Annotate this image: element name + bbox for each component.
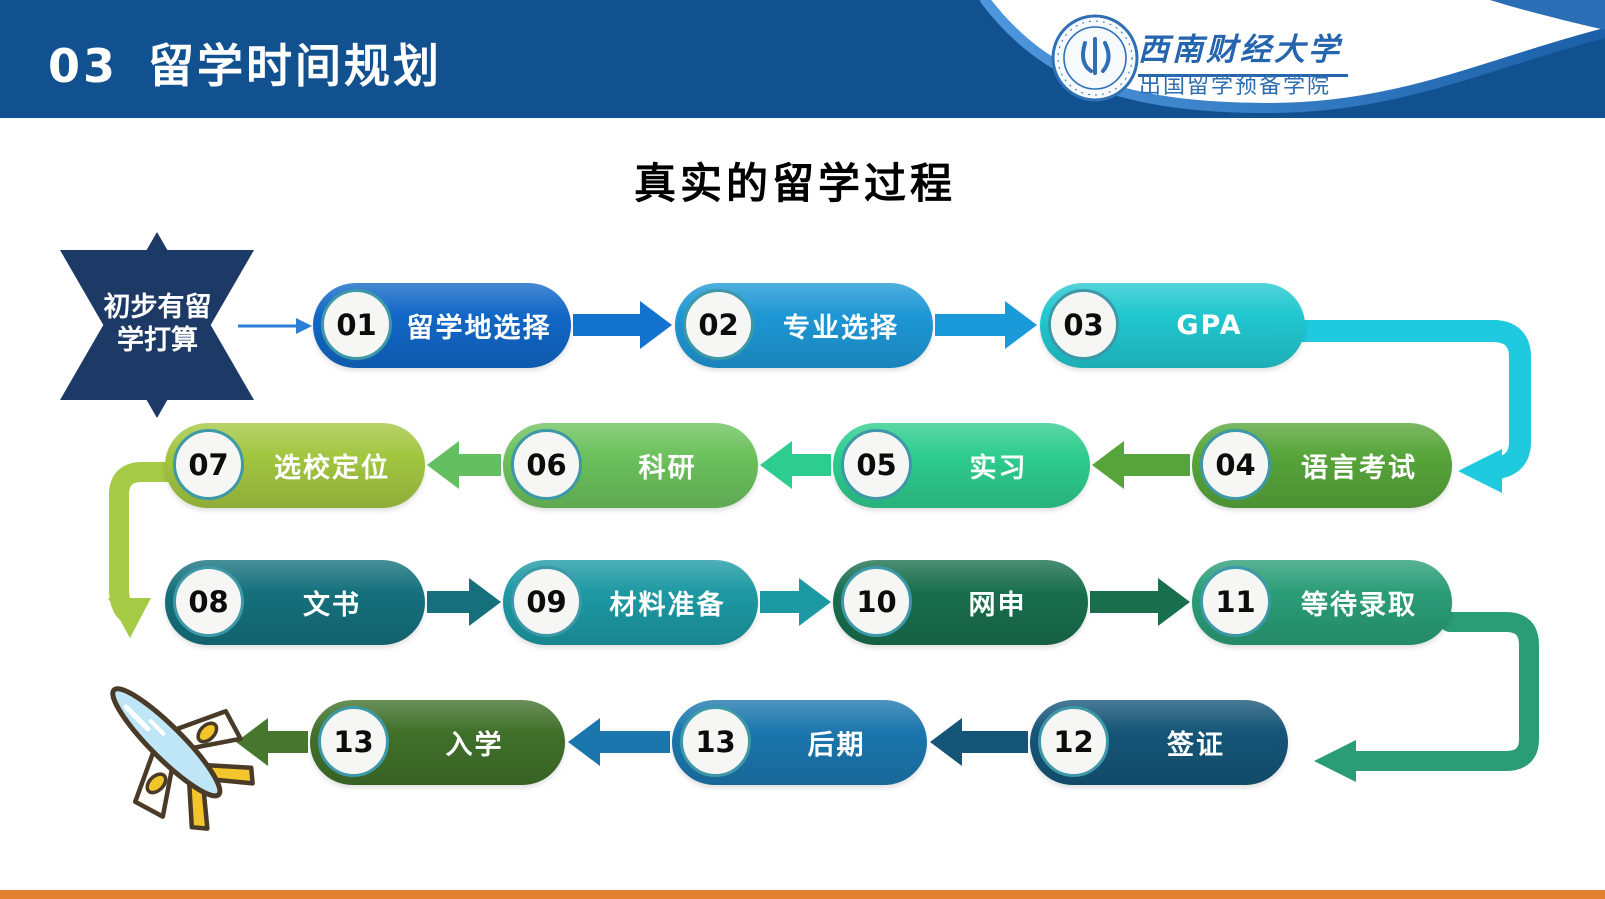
university-name: 西南财经大学	[1138, 24, 1348, 77]
arrow-05-to-06	[760, 441, 831, 489]
step-number-badge: 06	[511, 429, 582, 500]
step-pill-08-7: 08 文书	[165, 560, 425, 645]
arrow-02-to-03	[935, 301, 1037, 349]
step-pill-01-0: 01 留学地选择	[313, 283, 571, 368]
step-pill-13-13: 13 入学	[310, 700, 565, 785]
step-number-badge: 10	[841, 566, 912, 637]
arrowhead-03-to-04	[1458, 449, 1502, 493]
step-pill-11-10: 11 等待录取	[1192, 560, 1452, 645]
arrow-08-to-09	[427, 578, 501, 626]
step-pill-12-11: 12 签证	[1030, 700, 1288, 785]
step-number-badge: 04	[1200, 429, 1271, 500]
step-pill-07-6: 07 选校定位	[165, 423, 425, 508]
step-number-badge: 05	[841, 429, 912, 500]
connector-11-to-12	[1342, 612, 1539, 771]
header-swoosh	[980, 0, 1605, 114]
step-label: 留学地选择	[406, 313, 552, 344]
main-heading: 真实的留学过程	[633, 159, 956, 208]
step-number-badge: 13	[318, 706, 389, 777]
step-number-badge: 01	[321, 289, 392, 360]
step-label: 入学	[445, 730, 504, 761]
step-label: 实习	[969, 453, 1028, 484]
step-label: 签证	[1167, 730, 1225, 761]
step-pill-03-2: 03 GPA	[1040, 283, 1305, 368]
arrowhead-07-to-08	[108, 598, 151, 638]
page-title: 03 留学时间规划	[48, 30, 442, 96]
arrow-04-to-05	[1092, 441, 1190, 489]
arrow-13-to-plane	[236, 718, 308, 766]
step-label: 材料准备	[609, 590, 726, 621]
step-pill-02-1: 02 专业选择	[675, 283, 933, 368]
section-title: 留学时间规划	[148, 39, 443, 93]
step-number-badge: 03	[1048, 289, 1119, 360]
arrow-13-to-13	[568, 718, 670, 766]
arrow-10-to-11	[1090, 578, 1190, 626]
step-pill-13-12: 13 后期	[672, 700, 927, 785]
step-label: 语言考试	[1301, 453, 1417, 484]
bottom-accent-bar	[0, 890, 1605, 899]
step-label: 文书	[303, 590, 361, 621]
step-label: 后期	[807, 730, 866, 761]
university-seal-icon	[1051, 14, 1139, 102]
step-label: 等待录取	[1301, 590, 1417, 621]
arrowhead-start-to-01	[296, 318, 312, 334]
arrow-12-to-13	[930, 718, 1028, 766]
connector-03-to-04	[1287, 320, 1531, 479]
step-pill-06-5: 06 科研	[503, 423, 758, 508]
step-number-badge: 13	[680, 706, 751, 777]
step-label: GPA	[1176, 310, 1243, 341]
arrow-06-to-07	[427, 441, 501, 489]
step-pill-10-9: 10 网申	[833, 560, 1088, 645]
step-label: 科研	[638, 453, 697, 484]
arrow-09-to-10	[760, 578, 831, 626]
step-label: 专业选择	[783, 313, 899, 344]
step-number-badge: 12	[1038, 706, 1109, 777]
section-number: 03	[48, 39, 119, 93]
step-number-badge: 11	[1200, 566, 1271, 637]
college-name: 出国留学预备学院	[1139, 74, 1332, 99]
arrow-01-to-02	[573, 301, 672, 349]
step-label: 网申	[968, 590, 1027, 621]
step-number-badge: 09	[511, 566, 582, 637]
step-pill-05-4: 05 实习	[833, 423, 1090, 508]
step-pill-04-3: 04 语言考试	[1192, 423, 1452, 508]
step-number-badge: 07	[173, 429, 244, 500]
step-number-badge: 08	[173, 566, 244, 637]
arrowhead-11-to-12	[1314, 740, 1356, 782]
step-pill-09-8: 09 材料准备	[503, 560, 758, 645]
start-star-shape	[60, 232, 254, 418]
step-label: 选校定位	[274, 453, 390, 484]
start-star-label: 初步有留 学打算	[103, 292, 212, 356]
step-number-badge: 02	[683, 289, 754, 360]
